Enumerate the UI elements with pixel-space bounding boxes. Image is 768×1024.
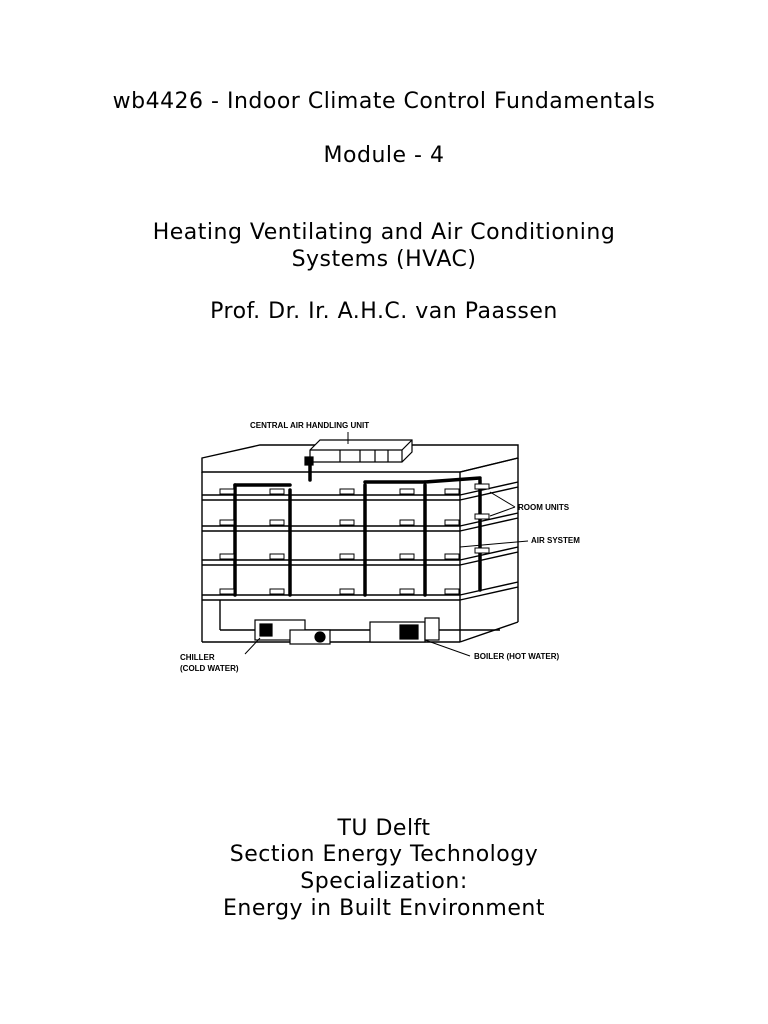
label-chiller-cold-water: (COLD WATER) xyxy=(180,664,239,673)
author-name: Prof. Dr. Ir. A.H.C. van Paassen xyxy=(210,299,558,324)
specialization-heading: Specialization: xyxy=(300,869,468,894)
chiller-unit xyxy=(254,619,331,645)
subject-title-line-2: Systems (HVAC) xyxy=(291,247,477,272)
institution-name: TU Delft xyxy=(337,816,431,841)
module-number: Module - 4 xyxy=(323,143,445,168)
label-boiler: BOILER (HOT WATER) xyxy=(474,652,560,661)
building-structure xyxy=(201,444,519,643)
specialization-name: Energy in Built Environment xyxy=(223,896,545,921)
label-air-handling-unit: CENTRAL AIR HANDLING UNIT xyxy=(250,421,369,430)
air-ducts xyxy=(233,460,482,597)
room-units xyxy=(219,483,490,595)
label-air-system: AIR SYSTEM xyxy=(531,536,580,545)
boiler-unit xyxy=(369,617,440,643)
course-title: wb4426 - Indoor Climate Control Fundamen… xyxy=(112,89,656,114)
air-handling-unit xyxy=(304,439,413,466)
hvac-building-diagram: CENTRAL AIR HANDLING UNIT ROOM UNITS AIR… xyxy=(180,421,580,673)
subject-title-line-1: Heating Ventilating and Air Conditioning xyxy=(152,220,616,245)
label-chiller: CHILLER xyxy=(180,653,215,662)
label-room-units: ROOM UNITS xyxy=(518,503,570,512)
section-name: Section Energy Technology xyxy=(229,842,539,867)
